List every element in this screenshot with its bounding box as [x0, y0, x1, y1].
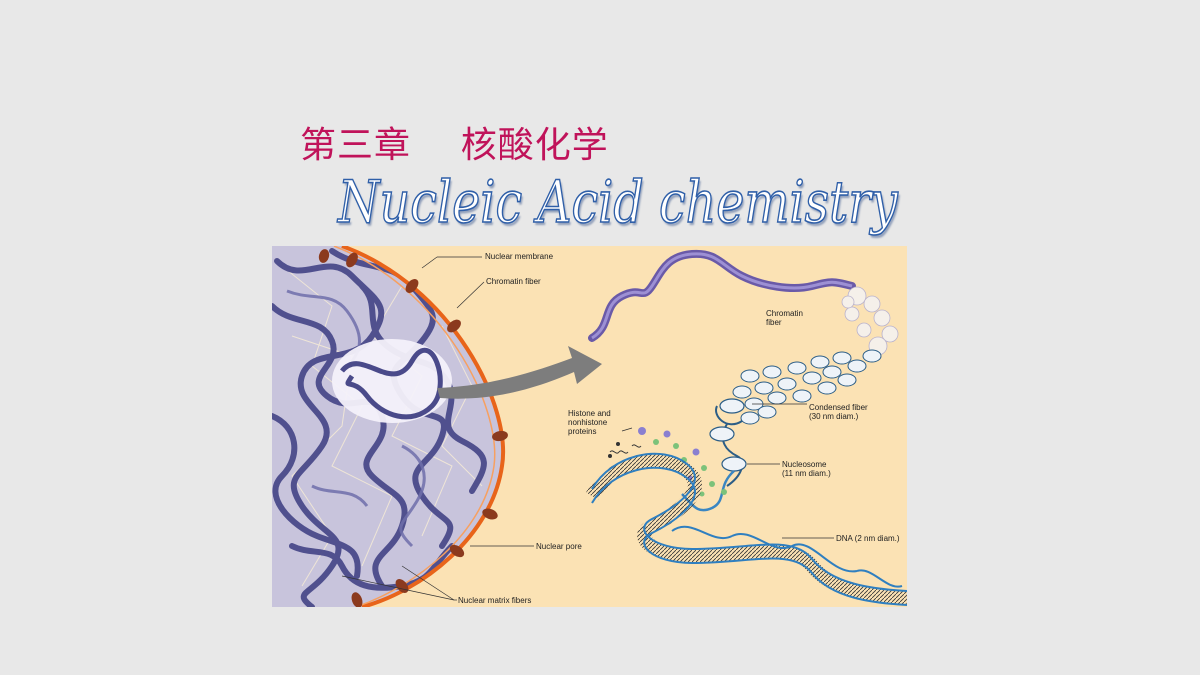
chromatin-tube: [588, 249, 856, 342]
label-histone-proteins: Histone and nonhistone proteins: [568, 409, 611, 436]
label-condensed-fiber: Condensed fiber (30 nm diam.): [809, 403, 868, 421]
label-nucleosome: Nucleosome (11 nm diam.): [782, 460, 831, 478]
label-chromatin-fiber-left: Chromatin fiber: [486, 277, 541, 286]
nuclear-pores: [318, 249, 508, 607]
zoom-arrow: [437, 346, 602, 399]
label-nuclear-matrix-fibers: Nuclear matrix fibers: [458, 596, 532, 605]
label-nuclear-pore: Nuclear pore: [536, 542, 582, 551]
dna-helix: [585, 452, 907, 606]
figure-illustration: [272, 246, 907, 607]
slide-title-chinese: 第三章 核酸化学: [300, 125, 609, 166]
nucleus-cutaway: [272, 246, 504, 607]
histone-dots: [608, 427, 727, 497]
nucleosomes: [709, 398, 747, 472]
label-nuclear-membrane: Nuclear membrane: [485, 252, 554, 261]
leader-lines: [341, 256, 834, 601]
chromatin-structure-figure: Nuclear membrane Chromatin fiber Nuclear…: [272, 246, 907, 607]
condensed-fiber: [724, 349, 882, 425]
slide-title-english: Nucleic Acid chemistry: [337, 167, 898, 237]
label-chromatin-fiber-right: Chromatin fiber: [766, 309, 803, 327]
nuclear-envelope: [341, 246, 506, 607]
chromatin-loops: [841, 286, 899, 356]
label-dna: DNA (2 nm diam.): [836, 534, 900, 543]
